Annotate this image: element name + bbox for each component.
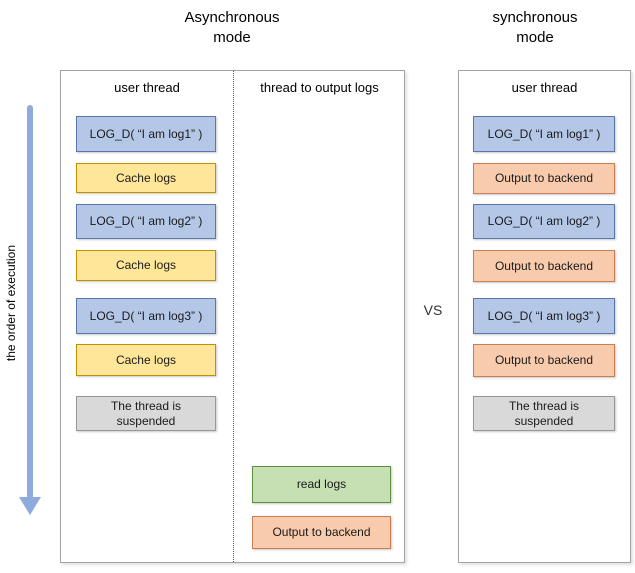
sync-mode-panel: user thread LOG_D( “I am log1” ) Output t… [458,70,631,563]
flow-step-blue: LOG_D( “I am log1” ) [76,116,216,152]
flow-step-orange: Output to backend [473,344,615,377]
vs-label: VS [423,302,443,318]
execution-order-label: the order of execution [3,230,19,376]
title-asynchronous-line2: mode [213,29,251,46]
execution-arrow-shaft [27,105,33,499]
title-synchronous-line2: mode [516,29,554,46]
flow-step-green: read logs [252,466,391,503]
title-asynchronous-mode: Asynchronous mode [132,8,332,48]
flow-step-orange: Output to backend [473,163,615,194]
flow-step-yellow: Cache logs [76,344,216,376]
flow-step-blue: LOG_D( “I am log1” ) [473,116,615,152]
flow-step-blue: LOG_D( “I am log2” ) [76,204,216,239]
flow-step-gray: The thread is suspended [76,396,216,431]
flow-step-yellow: Cache logs [76,250,216,281]
async-user-thread-header: user thread [114,80,180,95]
flow-step-orange: Output to backend [252,516,391,549]
title-synchronous-line1: synchronous [492,9,578,26]
async-mode-panel: user thread thread to output logs LOG_D(… [60,70,405,563]
flow-step-blue: LOG_D( “I am log2” ) [473,204,615,239]
thread-divider-dotted-line [233,71,234,562]
sync-user-thread-header: user thread [511,80,578,95]
flow-step-yellow: Cache logs [76,163,216,193]
title-asynchronous-line1: Asynchronous [184,9,280,26]
flow-step-orange: Output to backend [473,250,615,282]
flow-step-blue: LOG_D( “I am log3” ) [76,298,216,334]
title-synchronous-mode: synchronous mode [435,8,635,48]
execution-arrow-head [19,497,41,515]
flow-step-gray: The thread is suspended [473,396,615,431]
async-output-thread-header: thread to output logs [260,80,379,95]
execution-order-label-text: the order of execution [4,244,18,362]
flow-step-blue: LOG_D( “I am log3” ) [473,298,615,334]
